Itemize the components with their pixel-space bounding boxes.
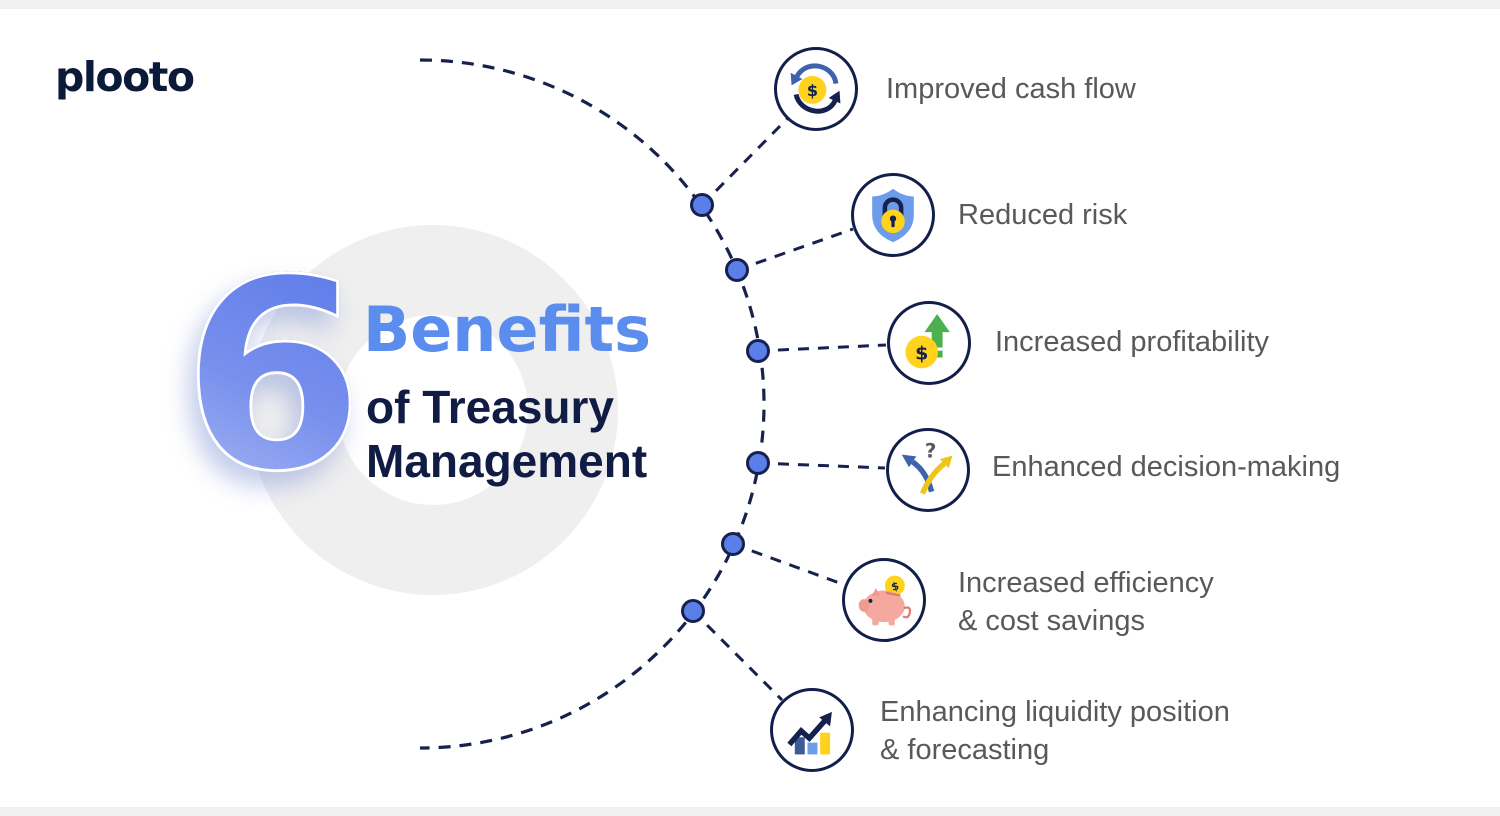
svg-text:$: $ [915, 342, 928, 364]
bar-chart-trend-icon [787, 711, 832, 755]
bottom-border-strip [0, 807, 1500, 816]
arc-node-dots [681, 193, 770, 623]
headline-title-line3: Management [366, 435, 648, 487]
benefit-label-5: Increased efficiency & cost savings [958, 567, 1214, 637]
svg-text:$: $ [807, 81, 818, 100]
benefit-label-4: Enhanced decision-making [992, 451, 1341, 483]
shield-lock-icon [872, 188, 914, 243]
benefit-icon-circle-5: $ [842, 558, 926, 642]
headline-title-accent: Benefits [363, 293, 651, 366]
svg-text:?: ? [925, 439, 937, 462]
benefit-icon-circle-6 [770, 688, 854, 772]
arc-node-dot-1 [690, 193, 714, 217]
arc-node-dot-2 [725, 258, 749, 282]
crossed-arrows-question-icon: ? [901, 439, 953, 495]
connector-line-5 [732, 542, 846, 587]
coin-up-arrow-icon: $ [905, 314, 950, 369]
plooto-logo: plooto [55, 53, 195, 101]
connector-line-3 [757, 343, 887, 353]
benefit-icon-circle-2 [851, 173, 935, 257]
piggy-bank-icon: $ [858, 575, 912, 626]
benefit-label-3: Increased profitability [995, 326, 1270, 358]
headline-title-line2: of Treasury [366, 381, 614, 433]
benefit-icon-circle-3: $ [887, 301, 971, 385]
benefit-label-2: Reduced risk [958, 199, 1128, 231]
svg-text:$: $ [890, 579, 901, 594]
arc-node-dot-5 [721, 532, 745, 556]
headline-number: 6 [180, 224, 365, 529]
benefit-label-6: Enhancing liquidity position & forecasti… [880, 696, 1230, 766]
arc-node-dot-4 [746, 451, 770, 475]
benefit-icon-circle-4: ? [886, 428, 970, 512]
benefit-label-1: Improved cash flow [886, 73, 1136, 105]
top-border-strip [0, 0, 1500, 9]
connector-line-2 [736, 227, 854, 272]
cash-flow-cycle-icon: $ [790, 63, 841, 114]
arc-node-dot-6 [681, 599, 705, 623]
arc-node-dot-3 [746, 339, 770, 363]
connector-line-6 [691, 609, 784, 702]
connector-line-4 [757, 461, 886, 470]
benefit-icon-circle-1: $ [774, 47, 858, 131]
connector-line-1 [700, 117, 789, 207]
